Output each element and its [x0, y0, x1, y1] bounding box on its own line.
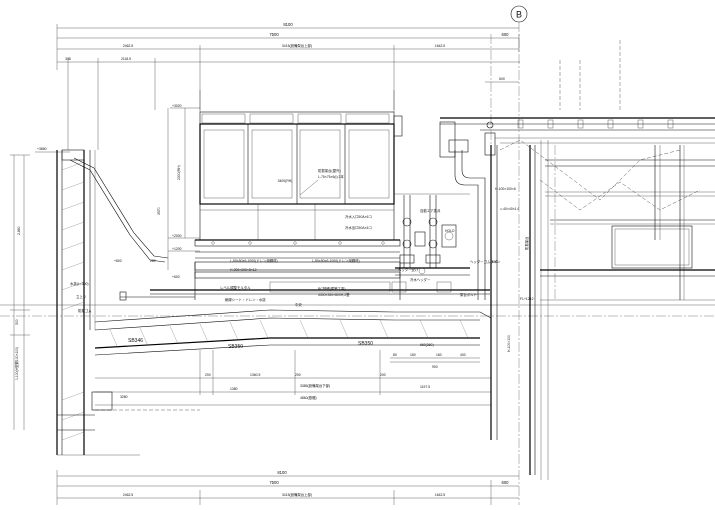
level-l3: +1200	[172, 247, 182, 251]
lower-left-detail	[57, 391, 140, 456]
dim-top-r600: 600	[499, 77, 505, 81]
label-beam2: H-100×100	[507, 335, 511, 352]
label-pipe-a: 冷水ヘッダー	[410, 277, 431, 282]
dim-top-unit-center: 3415(設備架台上部)	[282, 43, 312, 48]
label-pipe-b: ヘッダー受け	[398, 267, 419, 272]
dim-bot-s7: 3280	[120, 395, 128, 399]
label-vib1: 防振ゴム	[78, 308, 92, 313]
dim-top-right-seg: 1642.5	[435, 44, 445, 48]
label-membrane: 絶縁シート・ドレン・水抜	[225, 297, 266, 302]
support-frame: L-50×50×6-1000(ドレン用鋼材) L-50×50×6-1000(ドレ…	[78, 258, 490, 313]
dim-bot-s5: 200	[380, 373, 386, 377]
roof-slab: SB346 SB350 SB350	[0, 304, 715, 411]
label-beam3: □-40×40×1.6	[500, 207, 520, 211]
label-ret2: 水抜(L=300)	[70, 281, 89, 286]
level-v6: 3400(RH)	[278, 179, 293, 183]
dim-bot-s4: 200	[295, 373, 301, 377]
label-sb2: SB350	[228, 344, 243, 350]
label-valve2: 冷水出口50A×6コ	[345, 225, 372, 230]
dim-bot-left-seg: 2462.5	[123, 493, 133, 497]
level-l6: +3860	[37, 147, 47, 151]
level-v5: 300	[15, 319, 19, 325]
label-mortar: レベル調整モルタル	[220, 285, 251, 290]
dim-bot-s6: 1380	[230, 387, 238, 391]
level-v1: 2300(RH)	[177, 165, 181, 180]
label-pipe-c: 架台ボルト	[460, 292, 477, 297]
label-foundation2: 4300×350×800H,2基	[318, 292, 350, 297]
grid-axis-b: B	[510, 5, 528, 505]
dim-bot-right: 600	[502, 480, 510, 485]
dim-top-right: 600	[502, 32, 510, 37]
dim-bot-low-center: 3385(設備架台下部)	[300, 383, 330, 388]
left-wall: 立上り 水抜(L=300)	[56, 149, 169, 455]
level-l1: +3020	[172, 104, 182, 108]
dim-bot-s2: 1197.5	[420, 385, 430, 389]
dim-top-overall: 8100	[283, 22, 293, 27]
misc-dimensions: 80 150 160 400 660(360) 900 280 HOLD 中央 …	[150, 229, 498, 395]
dim-bot-unit-center: 3415(設備架台上部)	[282, 492, 312, 497]
label-sb1: SB346	[128, 338, 143, 344]
dim-bot-right-seg: 1642.5	[435, 493, 445, 497]
dim-top-sub-b: 2118.5	[121, 57, 131, 61]
label-beam1: H-100×100×6	[495, 187, 516, 191]
level-l2: +2000	[172, 234, 182, 238]
label-note1: 防振架台	[524, 236, 529, 250]
label-pipe-d: ヘッダーゴムライン	[470, 259, 501, 264]
label-brace2: L-75×75×6(t) 2本	[318, 174, 344, 179]
dim-top-left-seg: 2462.5	[123, 44, 133, 48]
label-valve3: 自動エア抜弁	[420, 208, 441, 213]
dim-bot-s1: 1360.5	[250, 373, 260, 377]
level-l4: +800	[114, 259, 122, 263]
label-d80: 80	[393, 353, 397, 357]
label-d400: 400	[460, 353, 466, 357]
label-sb-dim: 立上り	[76, 294, 86, 299]
chiller-unit	[194, 90, 403, 259]
label-note3: 中央	[295, 302, 302, 307]
label-col1: 600	[492, 260, 498, 264]
label-d150: 150	[410, 353, 416, 357]
bottom-dimensions: 200 200 200 1360.5 1197.5 1380 3280 3385…	[56, 373, 519, 505]
dim-top-main: 7500	[269, 32, 279, 37]
label-valve1: 冷水入口50A×6コ	[345, 214, 372, 219]
label-foundation1: RC基礎(建築工事)	[318, 286, 346, 291]
label-steel1: L-50×50×6-1000(ドレン用鋼材)	[230, 258, 278, 263]
label-steel2: L-50×50×6-1000(ドレン用鋼材)	[312, 258, 360, 263]
level-v3: 2,860	[17, 226, 21, 235]
dim-bot-base: 4860(基礎)	[300, 395, 317, 400]
label-fl: FL+1212	[520, 297, 534, 301]
level-l5: +600	[172, 275, 180, 279]
dim-top-sub-a: 338	[65, 57, 71, 61]
label-d660: 660(360)	[420, 343, 434, 347]
level-v2: 3570	[157, 207, 161, 215]
grid-axis-b-label: B	[516, 10, 522, 20]
dim-bot-overall: 8100	[277, 470, 287, 475]
label-d900: 900	[432, 365, 438, 369]
dim-bot-main: 7500	[269, 480, 279, 485]
level-v4: 1,100(H型鋼100×100)	[14, 347, 19, 380]
dim-bot-s3: 200	[205, 373, 211, 377]
label-sb3: SB350	[358, 341, 373, 347]
label-d280: 280	[150, 259, 156, 263]
label-slab1: H-200×200×8×12	[230, 268, 257, 272]
label-d160: 160	[436, 353, 442, 357]
label-note2: HOLD	[445, 229, 455, 233]
label-brace: 防振架台(屋外)	[318, 168, 341, 173]
right-structure: FL+1212 H-100×100×6 H-100×100 □-40×40×1.…	[440, 40, 715, 480]
level-marks: +3020 +2000 +1200 +800 +600 +3860 2300(R…	[10, 104, 292, 430]
piping-valves: 冷水入口50A×6コ 冷水出口50A×6コ 自動エア抜弁 冷水ヘッダー ヘッダー…	[299, 121, 501, 300]
